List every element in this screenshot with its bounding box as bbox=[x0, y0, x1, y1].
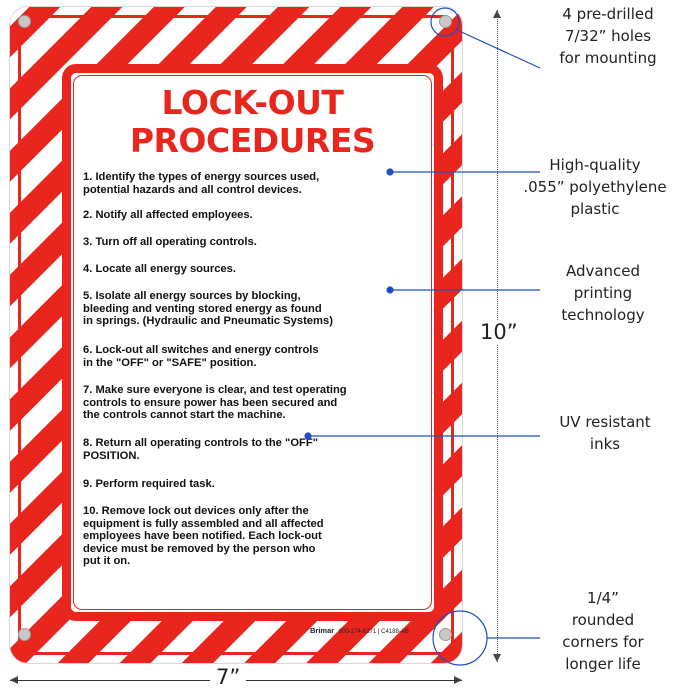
phone-number: 800-274-6271 bbox=[338, 629, 377, 635]
width-dimension-label: 7” bbox=[210, 665, 247, 689]
step-line: 2. Notify all affected employees. bbox=[83, 209, 253, 221]
lockout-sign: LOCK-OUT PROCEDURES 1. Identify the type… bbox=[10, 7, 462, 663]
step-line: 5. Isolate all energy sources by blockin… bbox=[83, 290, 301, 302]
procedure-step: 8. Return all operating controls to the … bbox=[83, 437, 423, 462]
mounting-hole bbox=[439, 15, 452, 28]
step-line: employees have been notified. Each lock-… bbox=[83, 530, 322, 543]
sign-footer: Brimar 800-274-6271 | C4188-AB bbox=[310, 626, 409, 635]
step-line: potential hazards and all control device… bbox=[83, 183, 302, 196]
callout-text: inks bbox=[589, 435, 621, 453]
callout-plastic: High-quality .055” polyethylene plastic bbox=[520, 154, 670, 220]
callout-text: plastic bbox=[570, 200, 620, 218]
procedure-step: 3. Turn off all operating controls. bbox=[83, 236, 423, 249]
step-line: bleeding and venting stored energy as fo… bbox=[83, 302, 322, 315]
callout-dot bbox=[386, 168, 394, 176]
callout-text: corners for bbox=[562, 633, 644, 651]
callout-text: 7/32” holes bbox=[564, 27, 652, 45]
step-line: 7. Make sure everyone is clear, and test… bbox=[83, 384, 347, 396]
mounting-hole bbox=[18, 628, 31, 641]
step-line: 6. Lock-out all switches and energy cont… bbox=[83, 344, 319, 356]
mounting-hole bbox=[439, 628, 452, 641]
callout-dot bbox=[386, 286, 394, 294]
step-line: in the "OFF" or "SAFE" position. bbox=[83, 356, 257, 369]
callout-printing: Advanced printing technology bbox=[548, 260, 658, 326]
callout-line-holes bbox=[456, 29, 541, 69]
step-line: equipment is fully assembled and all aff… bbox=[83, 517, 324, 530]
callout-inks: UV resistant inks bbox=[545, 411, 665, 455]
procedure-step: 10. Remove lock out devices only after t… bbox=[83, 505, 423, 568]
sign-content-panel: LOCK-OUT PROCEDURES 1. Identify the type… bbox=[62, 64, 443, 621]
sign-outer-border bbox=[18, 15, 454, 655]
sign-title-line1: LOCK-OUT bbox=[161, 83, 344, 122]
callout-text: High-quality bbox=[549, 156, 641, 174]
callout-text: UV resistant bbox=[559, 413, 651, 431]
step-line: put it on. bbox=[83, 555, 131, 568]
step-line: 3. Turn off all operating controls. bbox=[83, 236, 257, 248]
callout-text: technology bbox=[561, 306, 645, 324]
step-line: device must be removed by the person who bbox=[83, 542, 316, 555]
procedure-step: 5. Isolate all energy sources by blockin… bbox=[83, 290, 423, 328]
callout-text: .055” polyethylene bbox=[523, 178, 667, 196]
callout-text: 4 pre-drilled bbox=[562, 5, 654, 23]
step-line: the controls cannot start the machine. bbox=[83, 409, 286, 422]
callout-text: Advanced bbox=[565, 262, 641, 280]
callout-holes: 4 pre-drilled 7/32” holes for mounting bbox=[548, 3, 668, 69]
callout-text: for mounting bbox=[559, 49, 657, 67]
step-line: 1. Identify the types of energy sources … bbox=[83, 171, 320, 183]
step-line: in springs. (Hydraulic and Pneumatic Sys… bbox=[83, 315, 333, 328]
procedure-step: 7. Make sure everyone is clear, and test… bbox=[83, 384, 423, 422]
procedure-step: 6. Lock-out all switches and energy cont… bbox=[83, 344, 423, 369]
procedure-step: 9. Perform required task. bbox=[83, 478, 423, 491]
procedure-step: 4. Locate all energy sources. bbox=[83, 263, 423, 276]
callout-text: longer life bbox=[565, 655, 641, 673]
step-line: 9. Perform required task. bbox=[83, 478, 215, 490]
callout-corners: 1/4” rounded corners for longer life bbox=[548, 587, 658, 675]
height-dimension-label: 10” bbox=[474, 320, 524, 344]
mounting-hole bbox=[18, 15, 31, 28]
product-code: C4188-AB bbox=[381, 629, 409, 635]
callout-text: 1/4” bbox=[587, 589, 619, 607]
callout-text: printing bbox=[573, 284, 633, 302]
sign-title-line2: PROCEDURES bbox=[129, 121, 376, 160]
step-line: 4. Locate all energy sources. bbox=[83, 263, 236, 275]
hole-highlight-circle bbox=[430, 7, 460, 37]
step-line: controls to ensure power has been secure… bbox=[83, 396, 338, 409]
callout-text: rounded bbox=[571, 611, 635, 629]
brand-name: Brimar bbox=[310, 626, 335, 635]
corner-highlight-circle bbox=[432, 610, 488, 666]
step-line: 8. Return all operating controls to the … bbox=[83, 437, 318, 449]
procedure-step: 2. Notify all affected employees. bbox=[83, 209, 423, 222]
step-line: 10. Remove lock out devices only after t… bbox=[83, 505, 309, 517]
step-line: POSITION. bbox=[83, 449, 140, 462]
callout-dot bbox=[304, 432, 312, 440]
procedure-step: 1. Identify the types of energy sources … bbox=[83, 171, 423, 196]
